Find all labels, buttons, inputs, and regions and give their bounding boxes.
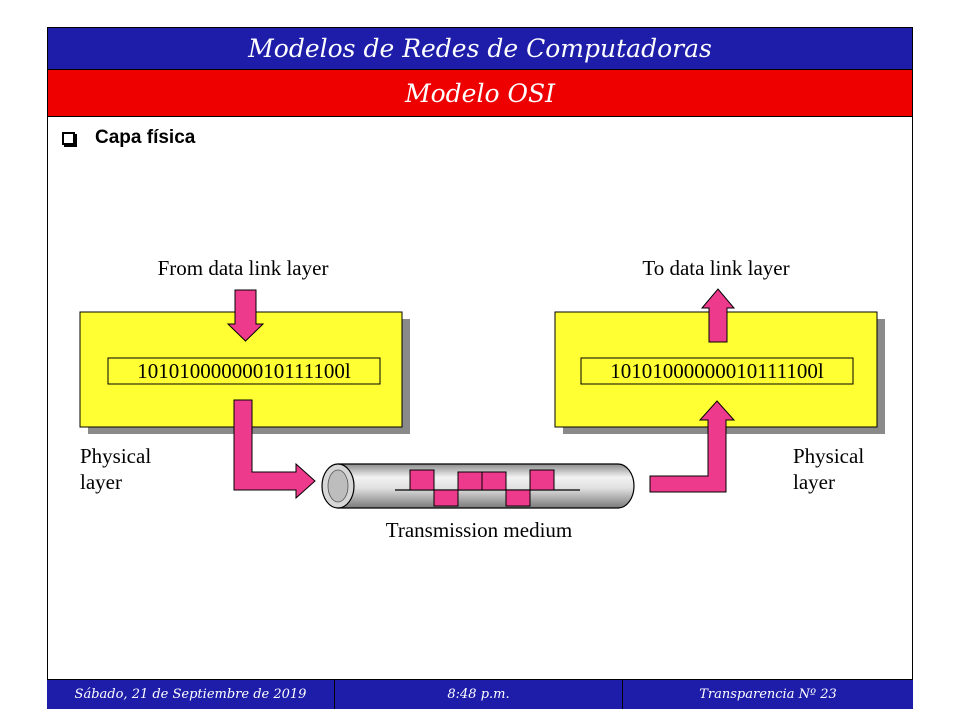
footer-time: 8:48 p.m. [335,680,623,709]
checkbox-bullet-icon [62,131,75,145]
right-physical-line1: Physical [793,444,864,468]
from-data-link-label: From data link layer [158,256,329,280]
footer-date: Sábado, 21 de Septiembre de 2019 [47,680,335,709]
bullet-text: Capa física [95,127,196,148]
left-physical-label: Physical layer [80,444,156,494]
footer-slide-number: Transparencia Nº 23 [699,687,837,702]
footer-wrap: Sábado, 21 de Septiembre de 2019 8:48 p.… [47,679,913,709]
transmission-medium-label: Transmission medium [386,518,573,542]
left-physical-line2: layer [80,470,122,494]
down-arrow-icon [226,289,265,342]
right-physical-line2: layer [793,470,835,494]
right-bit-string: 10101000000010111100l [610,359,824,383]
to-data-link-label: To data link layer [642,256,789,280]
right-bits-frame [580,357,854,385]
left-bit-string: 10101000000010111100l [137,359,351,383]
up-arrow-icon [700,288,736,343]
left-elbow-arrow-icon [233,399,316,500]
left-physical-line1: Physical [80,444,151,468]
slide-title: Modelos de Redes de Computadoras [48,28,912,70]
right-elbow-arrow-icon [649,400,736,493]
slide-footer: Sábado, 21 de Septiembre de 2019 8:48 p.… [47,679,913,709]
signal-waveform [395,469,580,507]
left-bits-frame [107,357,381,385]
slide-subtitle: Modelo OSI [48,70,912,117]
bullet-item: Capa física [62,126,195,150]
right-physical-label: Physical layer [793,444,869,494]
